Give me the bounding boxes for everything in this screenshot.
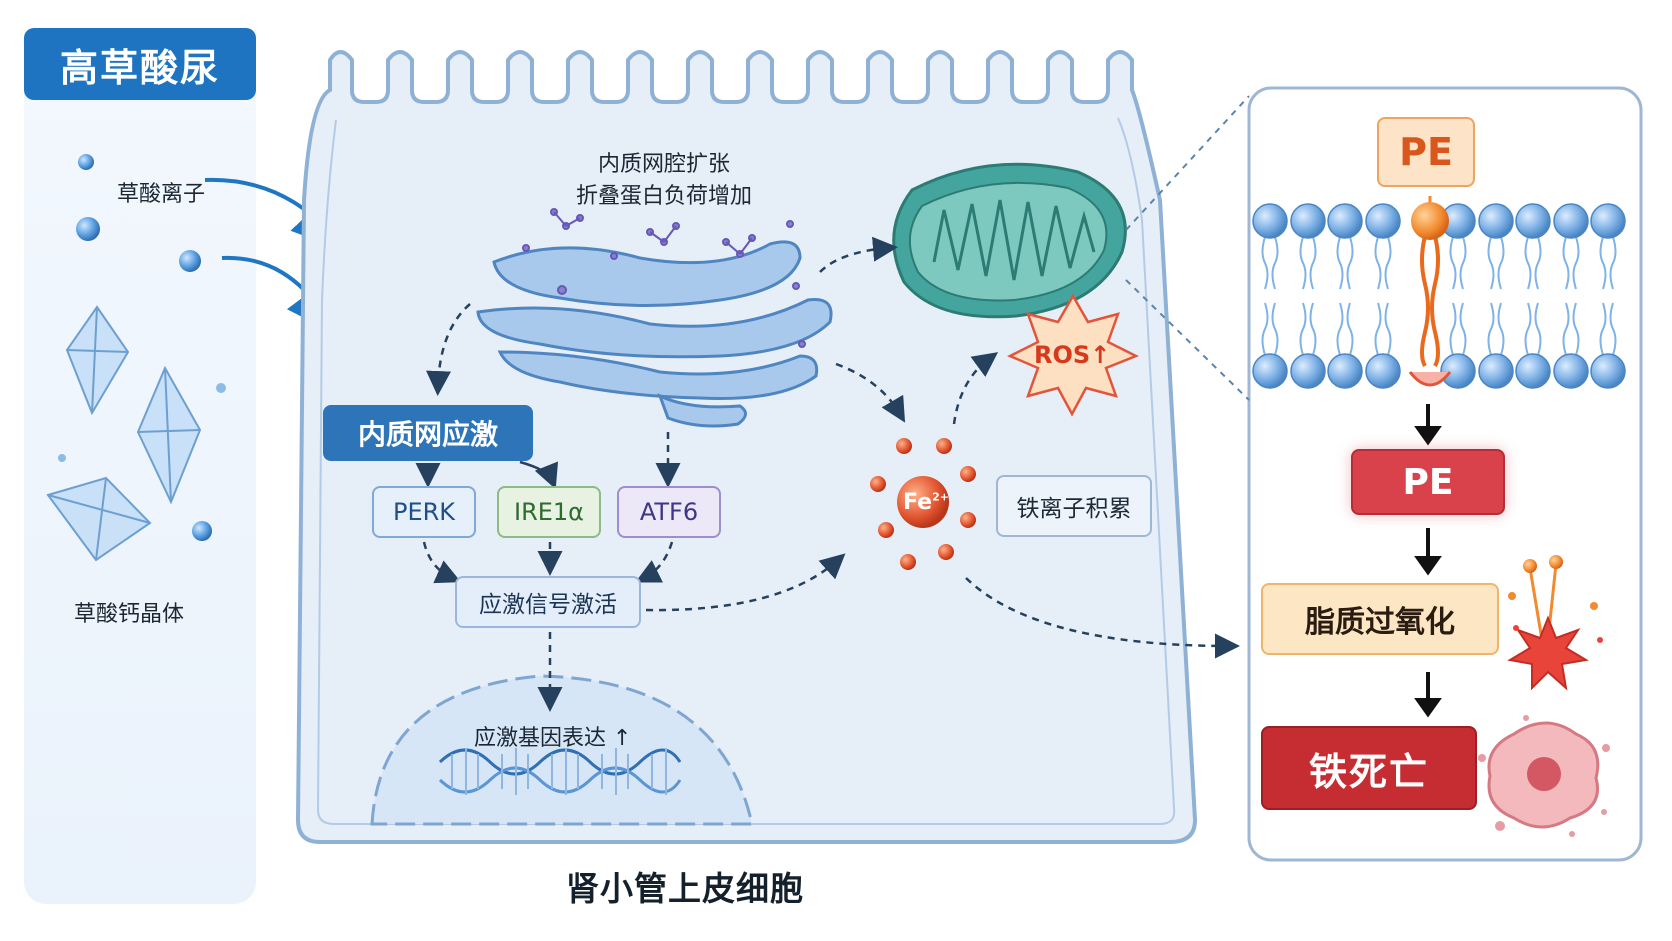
lipid-head <box>1478 353 1514 389</box>
lipid-head <box>1515 353 1551 389</box>
lipid-tail <box>1609 302 1617 356</box>
peroxidation-icon <box>1507 555 1603 691</box>
lipid-head <box>1290 203 1326 239</box>
zoom-line-bottom <box>1125 279 1250 401</box>
ros-label: ROS↑ <box>1034 341 1111 369</box>
pathway-arrows <box>415 236 1240 712</box>
lipid-tail <box>1572 302 1580 356</box>
lipid-tail <box>1572 236 1580 290</box>
pe-lipid <box>1408 196 1452 387</box>
lipid-tail <box>1384 302 1392 356</box>
lipid-tail <box>1524 302 1532 356</box>
lipid-head <box>1290 353 1326 389</box>
calcium-oxalate-crystals <box>46 305 202 562</box>
er-swelling-label-2: 折叠蛋白负荷增加 <box>576 184 753 209</box>
lipid-head <box>1478 203 1514 239</box>
lipid-head <box>1553 203 1589 239</box>
misfolded-proteins <box>522 208 806 348</box>
lipid-tail <box>1374 302 1382 356</box>
dying-cell-icon <box>1478 715 1610 837</box>
lipid-bilayer <box>1252 203 1626 389</box>
lipid-head <box>1365 353 1401 389</box>
pe-label-top: PE <box>1377 117 1475 187</box>
ros-burst-icon <box>1007 293 1140 417</box>
lipid-head <box>1327 353 1363 389</box>
lipid-tail <box>1309 236 1317 290</box>
lipid-peroxidation-box: 脂质过氧化 <box>1261 583 1499 655</box>
lipid-tail <box>1459 236 1467 290</box>
atf6-box: ATF6 <box>617 486 721 538</box>
lipid-tail <box>1487 236 1495 290</box>
lipid-tail <box>1459 302 1467 356</box>
lipid-tail <box>1497 302 1505 356</box>
lipid-tail <box>1346 236 1354 290</box>
perk-box: PERK <box>372 486 476 538</box>
lipid-tail <box>1299 302 1307 356</box>
lipid-head <box>1590 203 1626 239</box>
lipid-tail <box>1346 302 1354 356</box>
lipid-tail <box>1261 302 1269 356</box>
lipid-head <box>1327 203 1363 239</box>
lipid-tail <box>1609 236 1617 290</box>
lipid-tail <box>1599 236 1607 290</box>
ire1a-box: IRE1α <box>497 486 601 538</box>
mitochondrion <box>892 162 1127 319</box>
lipid-tail <box>1449 302 1457 356</box>
gene-expression-label: 应激基因表达 ↑ <box>474 726 632 751</box>
lipid-tail <box>1534 302 1542 356</box>
stress-signal-box: 应激信号激活 <box>455 576 641 628</box>
lipid-tail <box>1384 236 1392 290</box>
lipid-tail <box>1497 236 1505 290</box>
fe-label: Fe2+ <box>903 490 949 515</box>
lipid-tail <box>1336 302 1344 356</box>
oxalate-ion-label: 草酸离子 <box>117 182 206 207</box>
lipid-head <box>1252 203 1288 239</box>
lipid-head <box>1252 353 1288 389</box>
ferroptosis-box: 铁死亡 <box>1261 726 1477 810</box>
er-stress-box: 内质网应激 <box>323 405 533 461</box>
lipid-tail <box>1336 236 1344 290</box>
lipid-tail <box>1374 236 1382 290</box>
lipid-tail <box>1261 236 1269 290</box>
lipid-tail <box>1599 302 1607 356</box>
lipid-tail <box>1449 236 1457 290</box>
lipid-tail <box>1524 236 1532 290</box>
page-title: 高草酸尿 <box>24 28 256 100</box>
lipid-head <box>1590 353 1626 389</box>
lipid-head <box>1365 203 1401 239</box>
lipid-tail <box>1562 302 1570 356</box>
lipid-tail <box>1271 236 1279 290</box>
lipid-tail <box>1271 302 1279 356</box>
left-panel <box>24 28 256 904</box>
cell-caption: 肾小管上皮细胞 <box>566 869 804 908</box>
iron-ions <box>870 438 976 570</box>
lipid-head <box>1515 203 1551 239</box>
lipid-tail <box>1534 236 1542 290</box>
lipid-head <box>1553 353 1589 389</box>
lipid-tail <box>1309 302 1317 356</box>
endoplasmic-reticulum <box>476 240 833 428</box>
lipid-tail <box>1562 236 1570 290</box>
dna-helix-icon <box>438 748 682 795</box>
cell-inner-outline <box>316 117 1176 825</box>
iron-accumulation-box: 铁离子积累 <box>996 475 1152 537</box>
pe-oxidized-box: PE <box>1351 449 1505 515</box>
crystal-label: 草酸钙晶体 <box>74 602 185 627</box>
lipid-tail <box>1487 302 1495 356</box>
cascade-arrows <box>1414 404 1442 718</box>
lipid-head <box>1440 353 1476 389</box>
er-swelling-label-1: 内质网腔扩张 <box>598 152 731 177</box>
lipid-tail <box>1299 236 1307 290</box>
